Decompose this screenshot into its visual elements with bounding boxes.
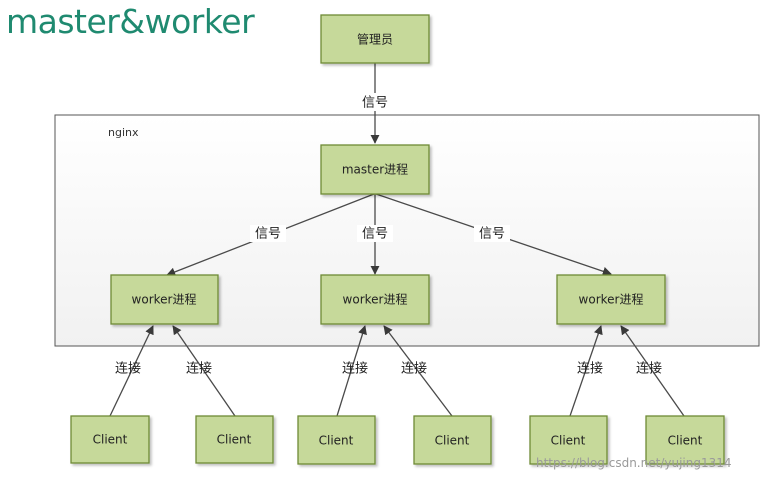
edge-client1-worker1 [109,325,154,417]
node-worker-2: worker进程 [320,274,430,325]
node-client-1-label: Client [93,433,128,447]
node-client-5: Client [529,415,608,465]
label-client4-worker2: 连接 [401,361,427,377]
label-client1-worker1: 连接 [115,361,141,377]
node-worker-3-label: worker进程 [579,292,644,307]
edge-client6-worker3 [620,325,685,417]
diagram-title: master&worker [6,2,255,41]
node-master: master进程 [320,144,430,195]
node-admin-label: 管理员 [357,32,393,47]
node-client-3: Client [297,415,376,465]
node-admin: 管理员 [320,14,430,64]
edge-client4-worker2 [383,325,453,417]
edge-client3-worker2 [336,325,367,417]
watermark-text: https://blog.csdn.net/yujing1314 [536,456,732,470]
label-master-worker3: 信号 [479,227,505,242]
label-client3-worker2: 连接 [342,361,368,377]
node-client-6-label: Client [668,434,703,448]
node-worker-1: worker进程 [110,274,219,325]
node-client-2-label: Client [217,433,252,447]
node-client-4-label: Client [435,434,470,448]
node-client-2: Client [195,415,274,464]
node-client-4: Client [413,415,492,465]
label-client5-worker3: 连接 [577,361,603,377]
node-client-1: Client [70,415,150,464]
label-client6-worker3: 连接 [636,361,662,377]
node-worker-2-label: worker进程 [343,292,408,307]
node-client-6: Client [645,415,725,465]
node-worker-3: worker进程 [556,274,666,325]
label-master-worker1: 信号 [255,227,281,242]
nginx-label: nginx [108,126,139,139]
label-admin-master: 信号 [362,96,388,111]
node-master-label: master进程 [342,162,408,177]
label-client2-worker1: 连接 [186,361,212,377]
node-client-3-label: Client [319,434,354,448]
edge-client2-worker1 [172,325,236,417]
label-master-worker2: 信号 [362,227,388,242]
node-worker-1-label: worker进程 [132,292,197,307]
edge-client5-worker3 [569,325,603,417]
node-client-5-label: Client [551,434,586,448]
